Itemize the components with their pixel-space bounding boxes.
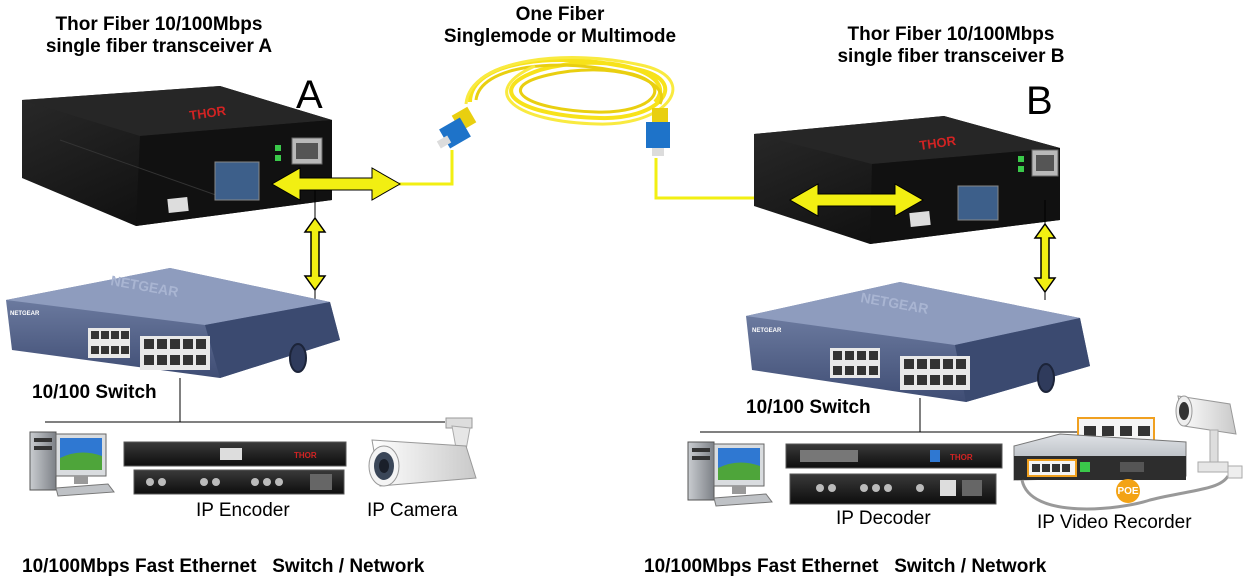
transceiver-a: THOR: [22, 86, 332, 226]
svg-text:THOR: THOR: [294, 451, 317, 460]
svg-text:THOR: THOR: [950, 453, 973, 462]
ip-camera-label: IP Camera: [367, 500, 458, 521]
ip-decoder: THOR: [785, 443, 1003, 505]
fiber-connector-left: [436, 106, 477, 149]
thor-logo-b: THOR: [918, 133, 957, 153]
ethernet-arrow-a: [303, 190, 327, 303]
transceiver-b-title-line2: single fiber transceiver B: [837, 46, 1065, 67]
ip-video-recorder: POE: [1013, 417, 1230, 511]
switch-b-label: 10/100 Switch: [746, 397, 871, 418]
fiber-title: One Fiber Singlemode or Multimode: [430, 4, 690, 48]
transceiver-b-title-line1: Thor Fiber 10/100Mbps: [847, 24, 1055, 45]
ip-encoder-label: IP Encoder: [196, 500, 290, 521]
svg-text:NETGEAR: NETGEAR: [10, 311, 40, 317]
fiber-arrow-a: [270, 167, 402, 201]
transceiver-a-letter: A: [296, 73, 323, 117]
fiber-arrow-b: [788, 183, 925, 217]
svg-text:NETGEAR: NETGEAR: [752, 328, 782, 334]
fiber-title-line1: One Fiber: [515, 4, 605, 25]
ip-encoder: THOR: [123, 441, 347, 495]
network-a-label: 10/100Mbps Fast Ethernet Switch / Networ…: [22, 556, 425, 577]
thor-logo-a: THOR: [188, 103, 227, 123]
fiber-title-line2: Singlemode or Multimode: [443, 26, 677, 47]
computer-a: [29, 431, 115, 497]
computer-b: [687, 441, 773, 507]
fiber-cable: [392, 56, 800, 200]
transceiver-a-title-line2: single fiber transceiver A: [45, 36, 273, 57]
network-lines-b: [700, 398, 1125, 433]
transceiver-b-title: Thor Fiber 10/100Mbps single fiber trans…: [820, 24, 1082, 68]
ethernet-arrow-b: [1033, 200, 1057, 300]
poe-badge: [1116, 479, 1140, 503]
svg-text:THOR: THOR: [918, 133, 957, 153]
network-lines-a: [45, 378, 445, 423]
fiber-connector-right: [646, 108, 670, 156]
network-b-label: 10/100Mbps Fast Ethernet Switch / Networ…: [644, 556, 1047, 577]
switch-a-label: 10/100 Switch: [32, 382, 157, 403]
transceiver-a-title-line1: Thor Fiber 10/100Mbps: [55, 14, 263, 35]
ip-video-recorder-label: IP Video Recorder: [1037, 512, 1192, 533]
transceiver-b-letter: B: [1026, 79, 1053, 123]
ip-decoder-label: IP Decoder: [836, 508, 931, 529]
switch-b: NETGEAR NETGEAR: [746, 282, 1090, 402]
transceiver-a-title: Thor Fiber 10/100Mbps single fiber trans…: [28, 14, 290, 58]
bullet-camera: [1175, 395, 1243, 479]
switch-b-ports: [830, 348, 970, 390]
poe-label: POE: [1117, 486, 1138, 497]
switch-a: NETGEAR NETGEAR: [6, 268, 340, 378]
svg-text:THOR: THOR: [188, 103, 227, 123]
switch-a-ports: [88, 328, 210, 370]
transceiver-b: THOR: [754, 116, 1060, 244]
ip-camera: [368, 417, 477, 487]
